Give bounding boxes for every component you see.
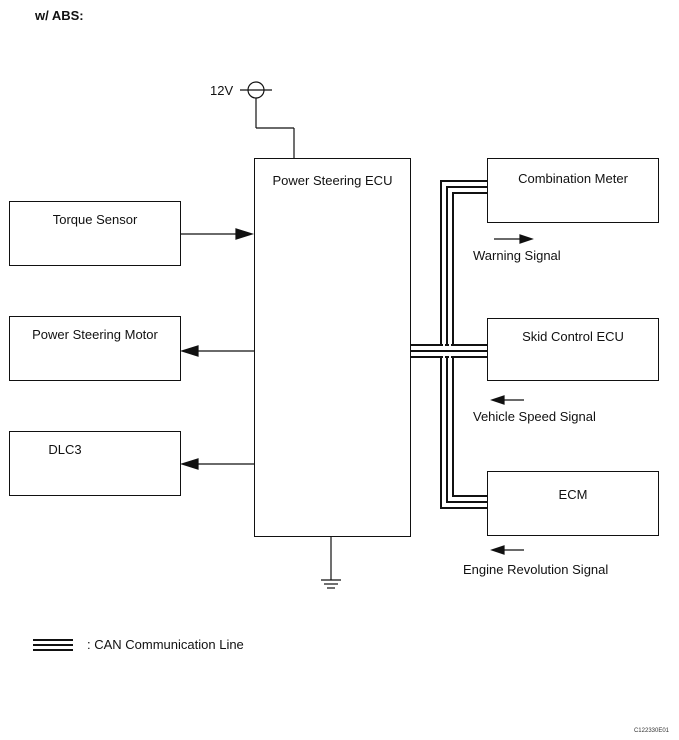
power-steering-motor-box: Power Steering Motor — [9, 316, 181, 381]
can-legend-symbol — [33, 639, 73, 651]
ecm-label: ECM — [558, 487, 588, 502]
motor-arrow — [179, 345, 254, 357]
combination-meter-box: Combination Meter — [487, 158, 659, 223]
dlc3-label: DLC3 — [48, 442, 82, 457]
page-heading: w/ ABS: — [35, 8, 84, 23]
dlc3-box: DLC3 — [9, 431, 181, 496]
engine-revolution-signal-label: Engine Revolution Signal — [463, 562, 609, 577]
engine-revolution-signal-arrow — [490, 545, 524, 555]
torque-sensor-label: Torque Sensor — [52, 212, 138, 227]
warning-signal-label: Warning Signal — [473, 248, 561, 263]
combination-meter-label: Combination Meter — [518, 171, 628, 186]
torque-sensor-arrow — [181, 228, 255, 240]
ecm-box: ECM — [487, 471, 659, 536]
skid-control-ecu-label: Skid Control ECU — [522, 329, 624, 344]
figure-code: C122330E01 — [633, 728, 669, 734]
vehicle-speed-signal-arrow — [490, 395, 524, 405]
warning-signal-arrow — [494, 234, 534, 244]
can-bus — [411, 180, 487, 509]
power-supply-label: 12V — [210, 83, 234, 98]
skid-control-ecu-box: Skid Control ECU — [487, 318, 659, 381]
ground-symbol — [321, 536, 341, 589]
vehicle-speed-signal-label: Vehicle Speed Signal — [473, 409, 596, 424]
dlc3-arrow — [179, 458, 254, 470]
can-legend-label: : CAN Communication Line — [87, 637, 244, 652]
power-steering-motor-label: Power Steering Motor — [32, 327, 158, 342]
power-supply-symbol — [240, 81, 295, 158]
torque-sensor-box: Torque Sensor — [9, 201, 181, 266]
power-steering-ecu-box: Power Steering ECU — [254, 158, 411, 537]
power-steering-ecu-label: Power Steering ECU — [272, 173, 393, 188]
